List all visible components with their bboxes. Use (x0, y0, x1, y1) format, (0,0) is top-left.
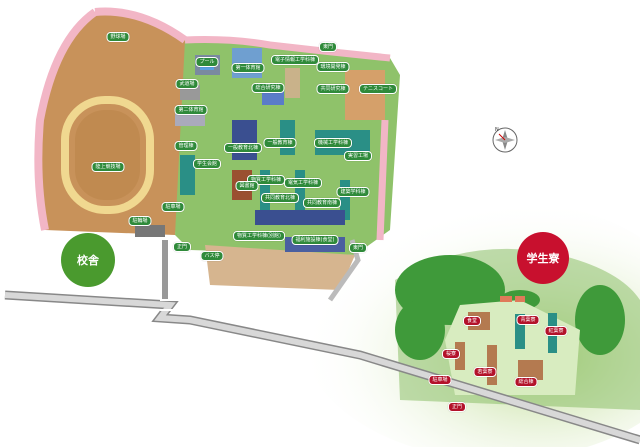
label-bicycle-parking[interactable]: 駐輪場 (128, 216, 152, 226)
label-parking[interactable]: 駐車場 (161, 202, 185, 212)
label-materials-annex[interactable]: 物質工学科棟(別館) (233, 231, 285, 241)
label-workshop[interactable]: 実習工場 (343, 151, 373, 161)
label-dojo[interactable]: 武道場 (175, 79, 199, 89)
label-mechanical-building[interactable]: 機械工学科棟 (313, 138, 353, 148)
label-wakaba-dorm[interactable]: 若葉寮 (473, 367, 497, 377)
label-electrical-building[interactable]: 電気工学科棟 (283, 178, 323, 188)
label-main-gate[interactable]: 正門 (172, 242, 192, 252)
label-admin-building[interactable]: 管理棟 (174, 141, 198, 151)
label-pool[interactable]: プール (195, 57, 219, 67)
label-environment-building[interactable]: 環境開発棟 (316, 62, 350, 72)
label-joint-ed-south[interactable]: 共同教育南棟 (302, 198, 342, 208)
label-welfare-cafeteria[interactable]: 福利施設棟(食堂) (291, 235, 339, 245)
label-joint-ed-north[interactable]: 共同教育北棟 (260, 193, 300, 203)
label-gym-1[interactable]: 第一体育館 (231, 63, 265, 73)
label-library[interactable]: 図書館 (235, 181, 259, 191)
label-sakura-dorm[interactable]: 桜寮 (441, 349, 461, 359)
label-research-building[interactable]: 総合研究棟 (251, 83, 285, 93)
tennis-court (345, 70, 385, 120)
label-dorm-parking[interactable]: 駐車場 (428, 375, 452, 385)
label-tennis-court[interactable]: テニスコート (358, 84, 398, 94)
label-bus-stop[interactable]: バス停 (200, 251, 224, 261)
label-architecture-building[interactable]: 建築学科棟 (336, 187, 370, 197)
label-general-building[interactable]: 総合棟 (514, 377, 538, 387)
compass-icon (492, 127, 518, 153)
running-track (61, 96, 154, 214)
label-general-ed-north[interactable]: 一般教育北棟 (223, 143, 263, 153)
dormitory-area-marker[interactable]: 学生寮 (517, 232, 569, 284)
label-dorm-cafeteria[interactable]: 食堂 (462, 316, 482, 326)
label-east-gate-north[interactable]: 東門 (318, 42, 338, 52)
label-momiji-dorm[interactable]: 紅葉寮 (544, 326, 568, 336)
label-general-ed[interactable]: 一般教育棟 (263, 138, 297, 148)
label-electronics-building[interactable]: 電子情報工学科棟 (270, 55, 320, 65)
label-joint-research-building[interactable]: 共同研究棟 (316, 84, 350, 94)
label-student-hall[interactable]: 学生会館 (192, 159, 222, 169)
label-athletic-field[interactable]: 陸上競技場 (91, 162, 125, 172)
label-dorm-main-gate[interactable]: 正門 (447, 402, 467, 412)
label-aoba-dorm[interactable]: 青葉寮 (516, 315, 540, 325)
label-east-gate[interactable]: 東門 (348, 243, 368, 253)
compass-north-label: N (495, 127, 499, 133)
campus-area-marker[interactable]: 校舎 (61, 233, 115, 287)
label-gym-2[interactable]: 第二体育館 (174, 105, 208, 115)
label-baseball-field[interactable]: 野球場 (106, 32, 130, 42)
